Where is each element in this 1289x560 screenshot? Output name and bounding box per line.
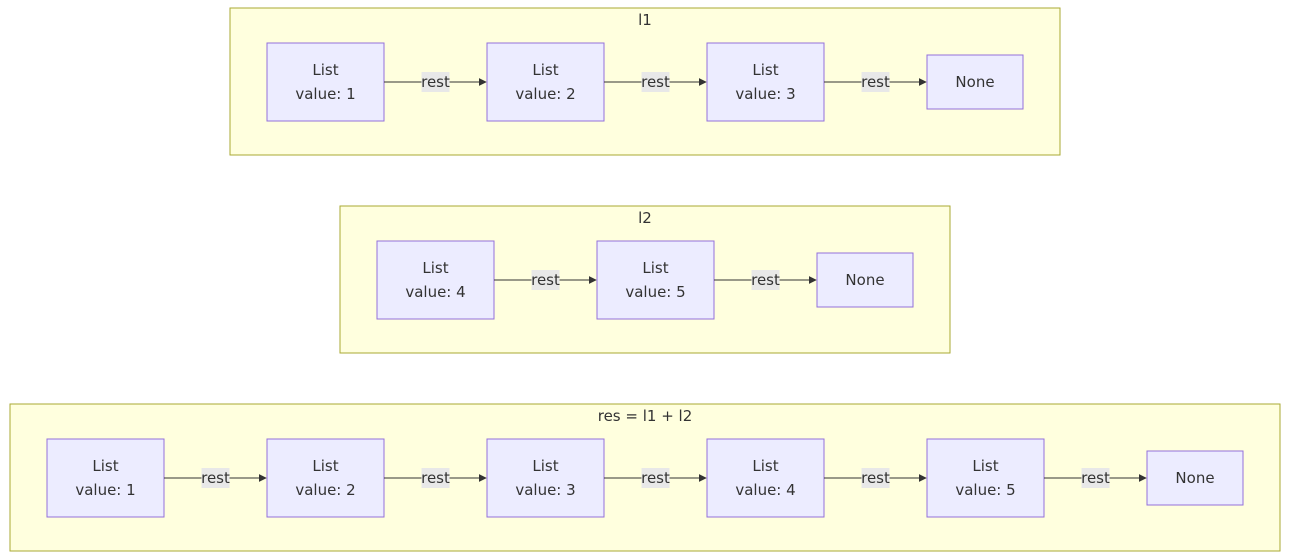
rest-edge: rest [714,270,817,290]
node-value-label: value: 1 [75,481,135,499]
edge-label-bg [861,72,890,92]
node-box [706,42,825,122]
node-value-label: value: 2 [515,85,575,103]
rest-edge: rest [164,468,267,488]
none-node: None [926,54,1024,110]
node-value-label: value: 4 [735,481,795,499]
node-box [486,42,605,122]
list-node: List value: 1 [46,438,165,518]
edge-label-bg [1081,468,1110,488]
node-box [1146,450,1244,506]
node-type-label: List [972,457,998,475]
node-box [266,42,385,122]
node-box [926,438,1045,518]
node-box [926,54,1024,110]
node-box [706,438,825,518]
node-value-label: value: 3 [735,85,795,103]
node-box [596,240,715,320]
edge-label: rest [641,469,670,487]
node-label: None [1175,469,1214,487]
node-type-label: List [752,61,778,79]
node-type-label: List [312,61,338,79]
rest-edge: rest [824,468,927,488]
node-type-label: List [92,457,118,475]
list-node: List value: 3 [706,42,825,122]
list-node: List value: 4 [376,240,495,320]
edge-label-bg [641,72,670,92]
list-node: List value: 4 [706,438,825,518]
node-box [376,240,495,320]
edge-label-bg [421,468,450,488]
node-type-label: List [642,259,668,277]
rest-edge: rest [824,72,927,92]
node-value-label: value: 5 [955,481,1015,499]
edge-label-bg [421,72,450,92]
edge-label: rest [1081,469,1110,487]
edge-label: rest [641,73,670,91]
cluster-title-l1: l1 [638,11,652,29]
rest-edge: rest [384,468,487,488]
node-label: None [845,271,884,289]
rest-edge: rest [384,72,487,92]
edge-label: rest [861,73,890,91]
rest-edge: rest [1044,468,1147,488]
list-node: List value: 3 [486,438,605,518]
node-box [266,438,385,518]
node-box [486,438,605,518]
node-type-label: List [532,457,558,475]
edge-label: rest [421,469,450,487]
node-type-label: List [422,259,448,277]
edge-label: rest [751,271,780,289]
node-value-label: value: 1 [295,85,355,103]
rest-edge: rest [604,72,707,92]
node-type-label: List [532,61,558,79]
list-node: List value: 1 [266,42,385,122]
edge-label: rest [531,271,560,289]
node-value-label: value: 4 [405,283,465,301]
list-node: List value: 5 [596,240,715,320]
edge-label-bg [751,270,780,290]
node-type-label: List [312,457,338,475]
node-box [816,252,914,308]
edge-label-bg [861,468,890,488]
list-node: List value: 2 [486,42,605,122]
edge-label: rest [861,469,890,487]
list-node: List value: 5 [926,438,1045,518]
cluster-res: res = l1 + l2 List value: 1 rest List value: … [9,403,1281,552]
node-value-label: value: 2 [295,481,355,499]
node-value-label: value: 3 [515,481,575,499]
edge-label-bg [201,468,230,488]
rest-edge: rest [494,270,597,290]
rest-edge: rest [604,468,707,488]
node-label: None [955,73,994,91]
edge-label: rest [201,469,230,487]
list-node: List value: 2 [266,438,385,518]
edge-label-bg [531,270,560,290]
none-node: None [1146,450,1244,506]
edge-label: rest [421,73,450,91]
cluster-title-l2: l2 [638,209,652,227]
node-box [46,438,165,518]
node-type-label: List [752,457,778,475]
node-value-label: value: 5 [625,283,685,301]
none-node: None [816,252,914,308]
edge-label-bg [641,468,670,488]
cluster-title-res: res = l1 + l2 [598,407,693,425]
